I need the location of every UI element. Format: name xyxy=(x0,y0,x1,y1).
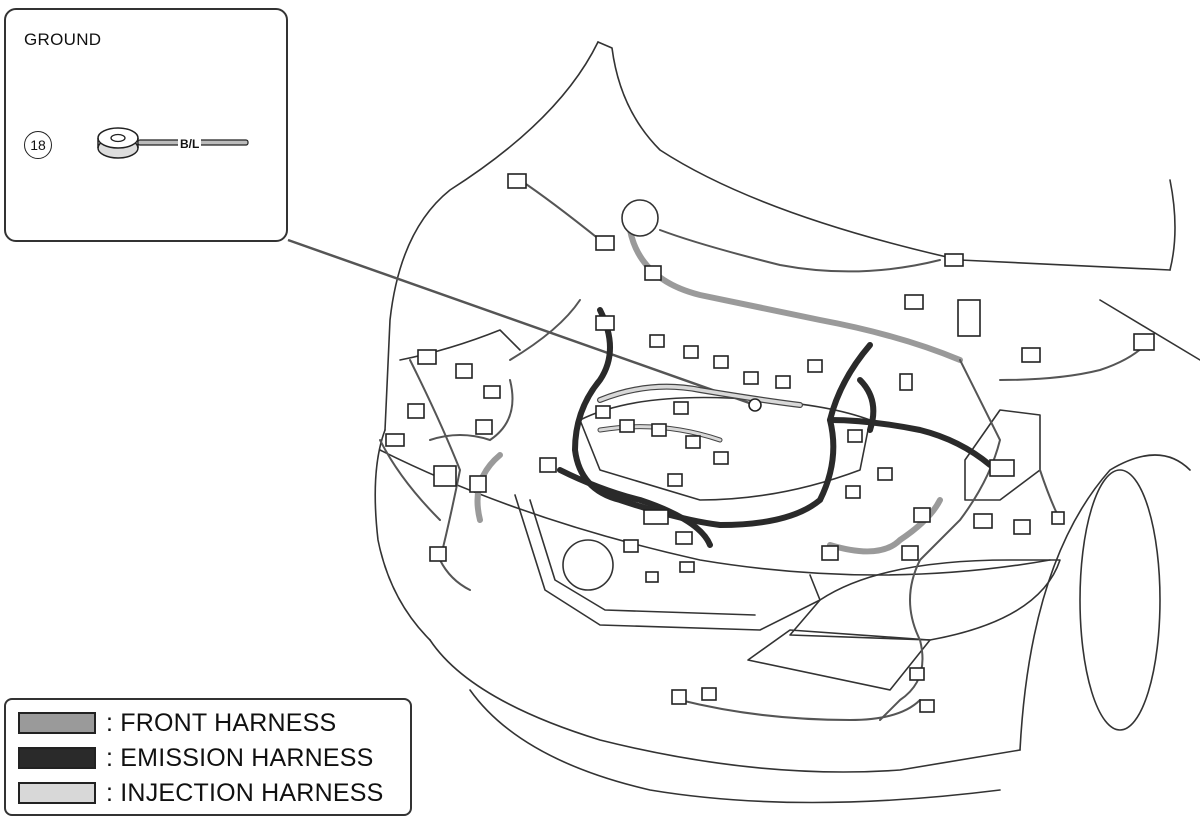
legend-item-emission: : EMISSION HARNESS xyxy=(18,743,374,773)
ground-number-badge: 18 xyxy=(24,131,52,159)
legend-swatch-injection xyxy=(18,782,96,804)
callout-leader-line xyxy=(287,238,756,407)
grille-inner xyxy=(529,499,756,616)
legend-swatch-front xyxy=(18,712,96,734)
ground-point-ring xyxy=(621,199,659,237)
emblem-circle xyxy=(562,539,614,591)
ground-point-18 xyxy=(748,398,762,412)
hood-right-edge xyxy=(1169,179,1176,271)
wheel-arch xyxy=(1019,454,1191,751)
hood-outline xyxy=(384,41,599,431)
bumper-lower xyxy=(429,639,1021,773)
ground-terminal-icon xyxy=(97,127,249,159)
grille-shape xyxy=(514,494,821,631)
harness-legend: : FRONT HARNESS : EMISSION HARNESS : INJ… xyxy=(4,698,412,816)
fender-right-edge xyxy=(1099,299,1200,361)
fog-cut xyxy=(747,629,931,691)
legend-item-front: : FRONT HARNESS xyxy=(18,708,336,738)
ground-callout: GROUND 18 B/L xyxy=(4,8,288,242)
wheel xyxy=(1079,469,1161,731)
fender-left xyxy=(374,429,431,641)
callout-title: GROUND xyxy=(24,30,102,49)
strut-left xyxy=(399,329,521,361)
car-body-outline xyxy=(374,41,1200,804)
legend-swatch-emission xyxy=(18,747,96,769)
wire-color-code: B/L xyxy=(178,137,202,151)
legend-item-injection: : INJECTION HARNESS xyxy=(18,778,383,808)
emission-harness xyxy=(557,307,993,548)
bumper-bottom xyxy=(469,689,1001,804)
legend-label-front: : FRONT HARNESS xyxy=(106,708,337,737)
connectors xyxy=(385,173,1155,713)
legend-label-injection: : INJECTION HARNESS xyxy=(106,778,384,807)
front-harness-thin xyxy=(379,179,1146,722)
headlight-right xyxy=(789,559,1061,641)
hood-top-edge xyxy=(597,41,1171,271)
legend-label-emission: : EMISSION HARNESS xyxy=(106,743,374,772)
